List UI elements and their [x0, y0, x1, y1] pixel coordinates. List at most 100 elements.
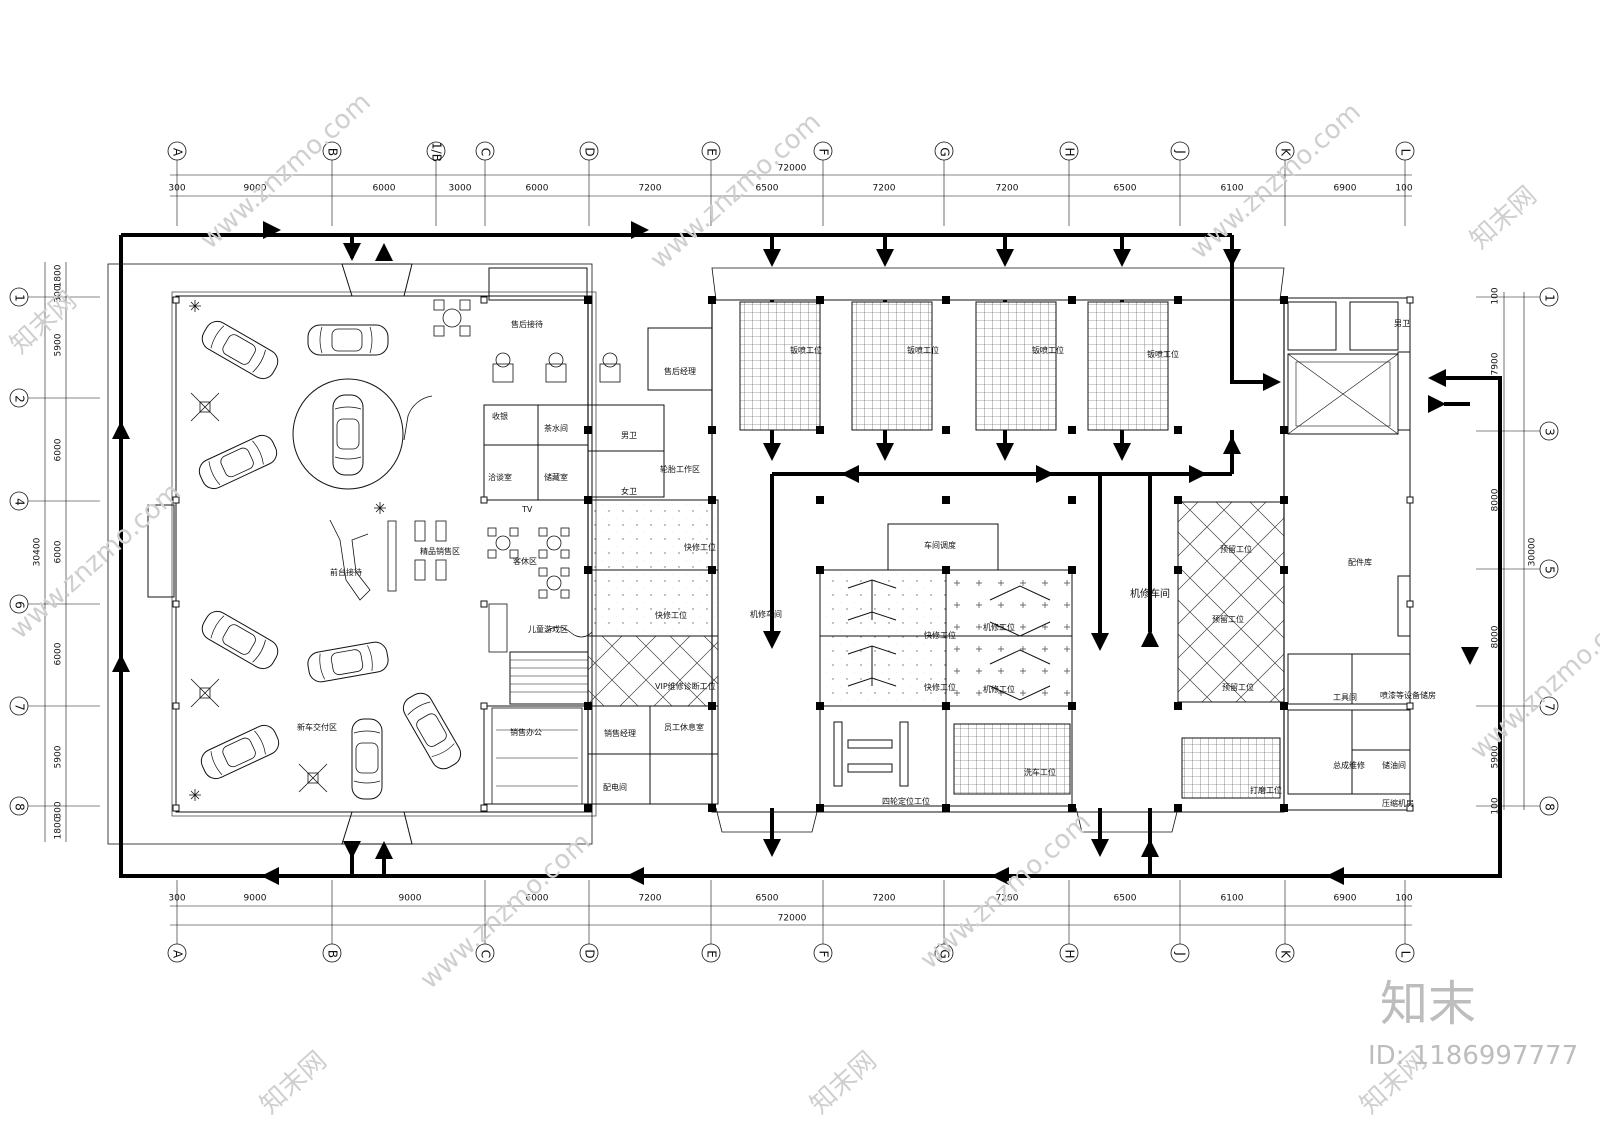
column: [1174, 566, 1182, 574]
car-body: [332, 394, 364, 476]
car-body: [307, 324, 389, 356]
column: [1068, 296, 1076, 304]
dim-top-segment: 6900: [1334, 184, 1357, 194]
dim-right-segment: 100: [1491, 797, 1501, 814]
flow-arrow: [1091, 633, 1109, 651]
dim-bottom-segment: 7200: [996, 894, 1019, 904]
dim-right-total: 30000: [1528, 537, 1538, 566]
car: [201, 610, 279, 670]
column: [584, 566, 592, 574]
dim-left-segment: 6000: [54, 540, 64, 563]
car-body: [402, 692, 462, 770]
flow-arrow: [876, 443, 894, 461]
car-roof: [416, 713, 447, 747]
dim-top-segment: 6100: [1221, 184, 1244, 194]
flow-arrow: [1189, 465, 1207, 483]
label-body-3: 预留工位: [1222, 682, 1254, 692]
column-small: [480, 804, 488, 812]
grid-bubble-bottom-label: F: [817, 951, 831, 958]
car-glass: [319, 645, 373, 680]
watermark-id: ID: 1186997777: [1368, 1041, 1578, 1071]
grid-bubble-top-label: K: [1279, 148, 1293, 157]
dim-bottom-segment: 6900: [1334, 894, 1357, 904]
column: [1068, 804, 1076, 812]
car: [351, 718, 383, 800]
car: [201, 320, 279, 380]
flow-arrow: [1326, 867, 1344, 885]
label-tea-room: 茶水间: [544, 423, 568, 433]
label-tv: TV: [521, 505, 533, 514]
label-quick-repair-1: 快修工位: [684, 542, 716, 552]
watermark-site-5: www.znzmo.com: [415, 827, 597, 995]
car: [307, 641, 389, 683]
column-small: [1406, 296, 1414, 304]
column: [1280, 426, 1288, 434]
flow-arrow: [1428, 395, 1446, 413]
label-mech-workshop-2: 机修车间: [1130, 587, 1170, 600]
dim-top-segment: 6000: [526, 184, 549, 194]
car: [200, 724, 280, 780]
column: [1068, 496, 1076, 504]
dim-top-segment: 6000: [373, 184, 396, 194]
flow-arrow: [1263, 373, 1281, 391]
structural-columns: [172, 296, 1414, 812]
grid-bubble-top-label: 1/B: [430, 142, 444, 162]
grid-bubble-right-label: 1: [1543, 294, 1557, 302]
column: [584, 426, 592, 434]
column: [584, 496, 592, 504]
grid-bubble-left-label: 2: [13, 395, 27, 403]
grid-bubble-top-label: H: [1063, 147, 1077, 156]
column: [816, 296, 824, 304]
column: [1068, 566, 1076, 574]
grid-bubble-left-label: 7: [13, 703, 27, 711]
watermark-site-3: www.znzmo.com: [1185, 97, 1367, 265]
label-wash: 洗车工位: [1024, 767, 1056, 777]
column-small: [172, 296, 180, 304]
car-body: [201, 320, 279, 380]
flow-arrow: [996, 443, 1014, 461]
car: [402, 692, 462, 770]
column: [1280, 804, 1288, 812]
dim-left-segment: 5900: [54, 333, 64, 356]
column: [942, 566, 950, 574]
dim-bottom-segment: 9000: [244, 894, 267, 904]
column: [1174, 496, 1182, 504]
column: [942, 296, 950, 304]
label-cashier: 收银: [492, 411, 508, 421]
flow-arrow: [112, 421, 130, 439]
label-after-sales-reception: 售后接待: [511, 319, 543, 329]
flow-arrow: [375, 243, 393, 261]
grid-bubble-bottom-label: H: [1063, 949, 1077, 958]
dim-top-segment: 6500: [756, 184, 779, 194]
car-glass: [334, 406, 362, 460]
column: [1280, 496, 1288, 504]
dim-bottom-segment: 100: [1395, 894, 1412, 904]
column-small: [480, 496, 488, 504]
dim-bottom-segment: 9000: [399, 894, 422, 904]
label-mech-workshop: 机修车间: [750, 609, 782, 619]
furniture: [189, 299, 621, 805]
flow-arrow: [763, 631, 781, 649]
column-small: [480, 296, 488, 304]
dim-top-segment: 6500: [1114, 184, 1137, 194]
column-small: [172, 804, 180, 812]
flow-arrow: [112, 654, 130, 672]
flow-arrow: [631, 221, 649, 239]
quick-repair-hatch: [587, 499, 719, 637]
paint-booths: [739, 301, 1281, 799]
dim-top-segment: 7200: [996, 184, 1019, 194]
label-front-desk: 前台接待: [330, 567, 362, 577]
column: [708, 296, 716, 304]
watermarks: www.znzmo.com www.znzmo.com www.znzmo.co…: [5, 87, 1600, 1120]
label-male-wc: 男卫: [621, 431, 637, 440]
watermark-logo: 知末: [1380, 976, 1476, 1032]
dim-bottom-segment: 6500: [756, 894, 779, 904]
label-after-sales-manager: 售后经理: [664, 366, 696, 376]
grid-bubble-top-label: E: [705, 148, 719, 156]
car-body: [198, 434, 278, 490]
dim-left-segment: 300: [54, 801, 64, 818]
left-grid-axis: 1246783040018003005900600060006000590030…: [9, 262, 100, 842]
lifts: [833, 579, 1051, 787]
